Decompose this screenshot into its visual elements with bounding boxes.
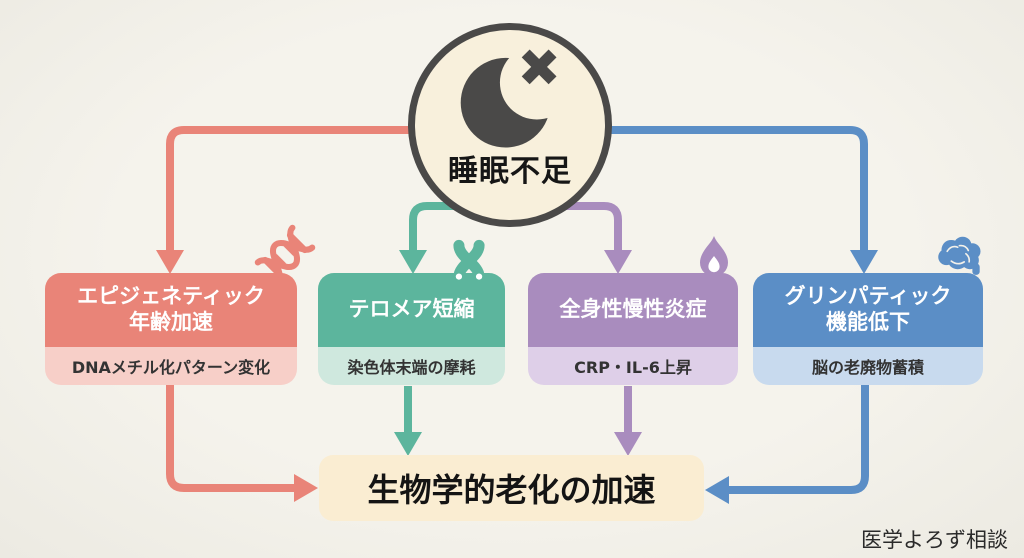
card-glymphatic-title: グリンパティック 機能低下: [753, 273, 983, 347]
flame-icon: [700, 236, 728, 277]
card-telomere-title: テロメア短縮: [318, 273, 505, 347]
chromosome-icon: [453, 239, 485, 283]
card-telomere-subtitle: 染色体末端の摩耗: [318, 347, 505, 385]
credit-text: 医学よろず相談: [861, 528, 1008, 552]
dna-icon: [254, 224, 316, 286]
outcome-box: 生物学的老化の加速: [319, 455, 704, 521]
card-epigenetic-subtitle: DNAメチル化パターン変化: [45, 347, 297, 385]
card-inflammation-title: 全身性慢性炎症: [528, 273, 738, 347]
card-glymphatic-subtitle: 脳の老廃物蓄積: [753, 347, 983, 385]
arrow-inflammation-to-outcome: [614, 386, 642, 456]
sleep-deprivation-node: 睡眠不足: [408, 23, 612, 227]
card-inflammation: 全身性慢性炎症 CRP・IL-6上昇: [528, 236, 738, 385]
card-glymphatic: グリンパティック 機能低下 脳の老廃物蓄積: [753, 236, 983, 385]
arrow-telomere-to-outcome: [394, 386, 422, 456]
arrow-node-to-glymphatic: [605, 126, 878, 274]
moon-crossed-icon: [460, 49, 557, 148]
brain-icon: [938, 236, 981, 275]
outcome-label: 生物学的老化の加速: [367, 471, 656, 509]
arrow-node-to-inflammation: [535, 202, 632, 274]
arrow-node-to-epigenetic: [156, 126, 415, 274]
card-inflammation-subtitle: CRP・IL-6上昇: [528, 347, 738, 385]
arrow-node-to-telomere: [399, 202, 490, 274]
card-epigenetic: エピジェネティック 年齢加速 DNAメチル化パターン変化: [45, 224, 316, 385]
arrow-glymphatic-to-outcome: [705, 384, 869, 504]
card-telomere: テロメア短縮 染色体末端の摩耗: [318, 239, 505, 385]
card-epigenetic-title: エピジェネティック 年齢加速: [45, 273, 297, 347]
sleep-deprivation-label: 睡眠不足: [448, 154, 572, 189]
arrow-epigenetic-to-outcome: [166, 384, 318, 502]
